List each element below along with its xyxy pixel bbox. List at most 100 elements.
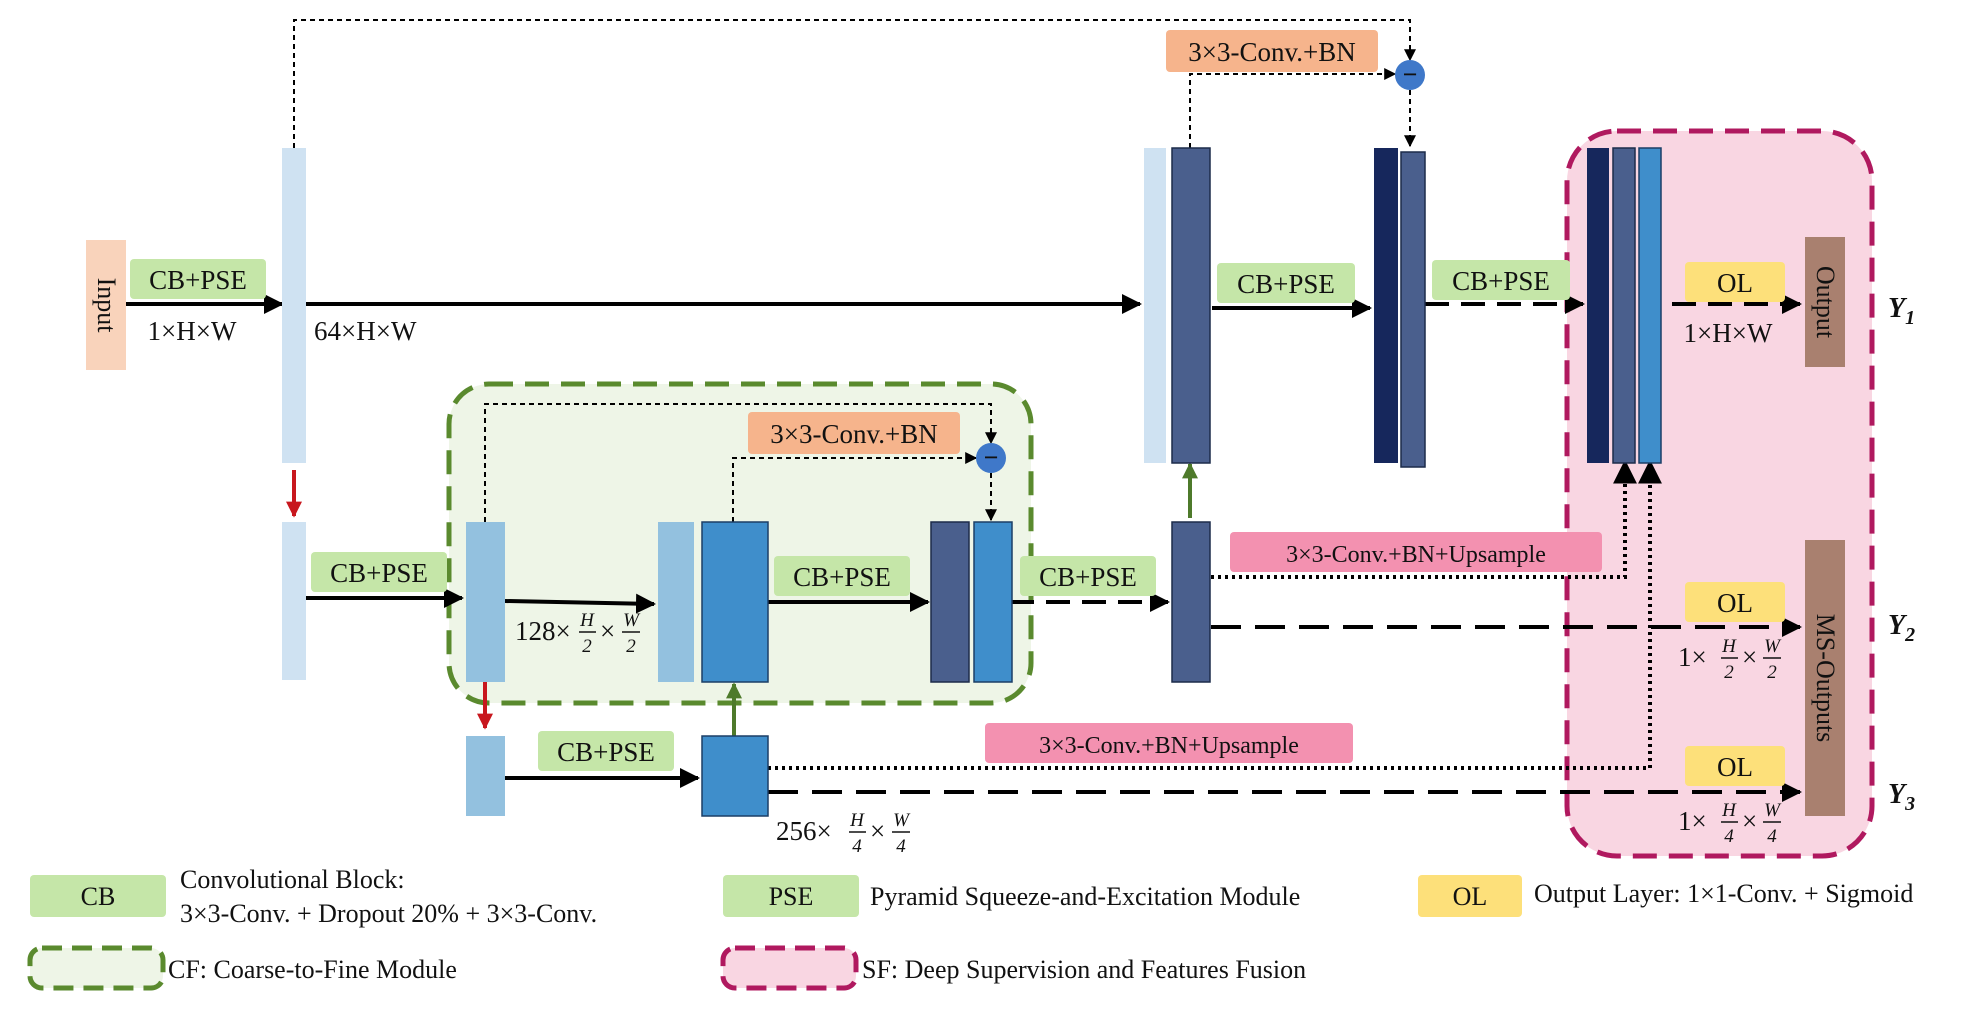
skip-path-top-conv <box>1189 68 1397 148</box>
ol-label-2: OL <box>1717 588 1753 618</box>
conv-bn-label-box-cf <box>748 412 960 454</box>
legend-cf-desc: CF: Coarse-to-Fine Module <box>168 955 457 984</box>
y1-subscript: 1 <box>1905 307 1915 329</box>
legend-ol-desc: Output Layer: 1×1-Conv. + Sigmoid <box>1534 879 1913 908</box>
dim-out3-w-den: 4 <box>1767 826 1777 847</box>
upsample-label-1: 3×3-Conv.+BN+Upsample <box>1286 542 1546 568</box>
upsample-path-low <box>768 459 1662 770</box>
feature-128-encoder <box>466 522 505 682</box>
cb-pse-label-5: CB+PSE <box>793 562 891 592</box>
cb-pse-label-2: CB+PSE <box>1237 269 1335 299</box>
sf-feature-blue <box>1638 147 1662 464</box>
ms-outputs-block <box>1805 540 1845 816</box>
feature-cf-concat-blue <box>701 521 769 683</box>
ol-label-box-3 <box>1685 746 1785 786</box>
dim-256-times: × <box>870 816 885 846</box>
y2-letter: Y <box>1888 610 1908 641</box>
y3-letter: Y <box>1888 779 1908 810</box>
sf-feature-dark <box>1612 147 1636 464</box>
legend-ol-box-label: OL <box>1453 882 1488 911</box>
legend-cb-title: Convolutional Block: <box>180 865 405 894</box>
dim-out2-w: W <box>1764 636 1782 657</box>
sf-feature-navy <box>1587 148 1609 463</box>
cb-pse-label-6: CB+PSE <box>1039 562 1137 592</box>
dim-out3-w: W <box>1764 800 1782 821</box>
dim-output-1: 1×H×W <box>1684 318 1773 348</box>
feature-top-out-navy <box>1374 148 1398 463</box>
input-label: Input <box>92 278 121 334</box>
dim-out3-h: H <box>1721 800 1737 821</box>
cb-pse-label-box-1 <box>130 259 266 299</box>
dim-128-h: H <box>579 610 595 631</box>
dim-128-w: W <box>623 610 641 631</box>
dim-out3-group: 1× H 4 × W 4 <box>1678 800 1782 847</box>
y1-letter: Y <box>1888 293 1908 324</box>
feature-cf-out-blue <box>973 521 1013 683</box>
legend-pse-swatch <box>723 875 859 917</box>
cb-pse-label-3: CB+PSE <box>1452 266 1550 296</box>
cb-pse-label-box-5 <box>774 556 910 596</box>
input-block <box>86 240 126 370</box>
legend-sf-desc: SF: Deep Supervision and Features Fusion <box>862 955 1306 984</box>
cb-pse-label-box-7 <box>538 731 674 771</box>
feature-64xhxw <box>282 148 306 463</box>
skip-path-cf-conv <box>732 452 978 522</box>
cb-pse-label-4: CB+PSE <box>330 558 428 588</box>
dim-out2-h: H <box>1721 636 1737 657</box>
feature-top-out-dark <box>1400 151 1426 468</box>
conv-bn-label-top: 3×3-Conv.+BN <box>1188 37 1355 67</box>
dim-out3-prefix: 1× <box>1678 806 1707 836</box>
y2-subscript: 2 <box>1904 624 1915 646</box>
legend-cf-swatch <box>27 945 166 991</box>
dim-256-w-den: 4 <box>896 836 906 857</box>
skip-path-top <box>293 19 1416 148</box>
cb-pse-label-7: CB+PSE <box>557 737 655 767</box>
feature-cf-concat-light <box>658 522 694 682</box>
feature-level2-input <box>282 522 306 680</box>
conv-bn-label-box-top <box>1166 30 1378 72</box>
dim-128-w-den: 2 <box>626 636 636 657</box>
dim-out3-times: × <box>1742 806 1757 836</box>
arrow-level2-cf <box>504 593 656 614</box>
ol-label-1: OL <box>1717 268 1753 298</box>
skip-path-cf <box>484 403 997 522</box>
ms-outputs-label: MS-Outputs <box>1811 614 1840 743</box>
dim-256-h: H <box>849 810 865 831</box>
legend-cb-desc: 3×3-Conv. + Dropout 20% + 3×3-Conv. <box>180 899 597 928</box>
subtract-sign-top: − <box>1403 60 1418 89</box>
dim-256-group: 256× H 4 × W 4 <box>776 810 911 857</box>
legend-cb-swatch <box>30 875 166 917</box>
dim-128-times: × <box>600 616 615 646</box>
cb-pse-label-box-3 <box>1432 260 1570 300</box>
cb-pse-label-box-6 <box>1020 556 1156 596</box>
y1-label: Y1 <box>1888 293 1915 329</box>
dim-128-prefix: 128× <box>515 616 571 646</box>
y3-subscript: 3 <box>1904 793 1915 815</box>
upsample-label-box-1 <box>1230 532 1602 572</box>
legend-cb-box-label: CB <box>81 882 116 911</box>
legend-pse-box-label: PSE <box>769 882 814 911</box>
subtract-sign-cf: − <box>984 443 999 472</box>
dim-256-w: W <box>893 810 911 831</box>
dim-out2-h-den: 2 <box>1724 662 1734 683</box>
output-label: Output <box>1811 266 1840 339</box>
feature-cf-out-dark <box>930 521 970 683</box>
ol-label-box-1 <box>1685 262 1785 302</box>
conv-bn-label-cf: 3×3-Conv.+BN <box>770 419 937 449</box>
upsample-label-box-2 <box>985 723 1353 763</box>
subtract-node-cf <box>976 443 1006 473</box>
output-block <box>1805 237 1845 367</box>
legend-ol-swatch <box>1418 875 1522 917</box>
feature-level3-input <box>466 736 505 816</box>
cb-pse-label-box-4 <box>311 552 447 592</box>
feature-level2-decoder <box>1171 521 1211 683</box>
dim-256-prefix: 256× <box>776 816 832 846</box>
upsample-path-mid <box>1211 459 1637 579</box>
y2-label: Y2 <box>1888 610 1915 646</box>
dim-input: 1×H×W <box>148 316 237 346</box>
dim-256-h-den: 4 <box>852 836 862 857</box>
subtract-node-top <box>1395 60 1425 90</box>
feature-256 <box>701 735 769 817</box>
cb-pse-label-1: CB+PSE <box>149 265 247 295</box>
